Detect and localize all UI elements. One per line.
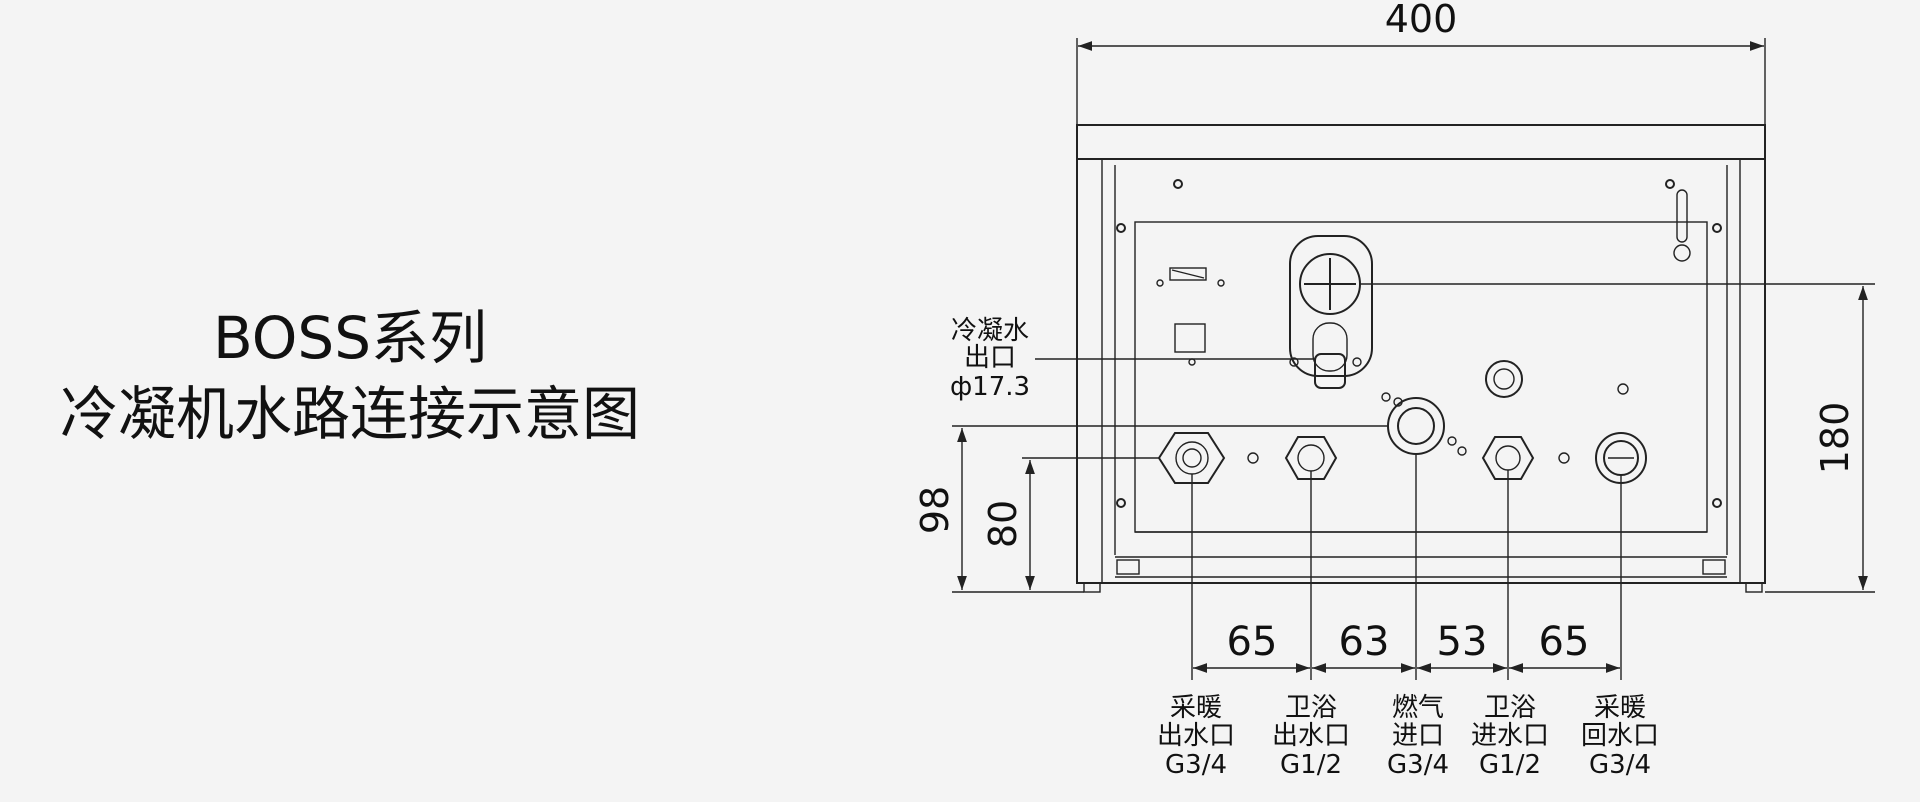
condensate-label-1: 冷凝水 bbox=[951, 316, 1029, 346]
dim-spacing-2: 63 bbox=[1339, 619, 1390, 665]
dim-80-label: 80 bbox=[981, 500, 1025, 548]
port-label-line: G3/4 bbox=[1165, 750, 1227, 780]
boiler-outline bbox=[1076, 124, 1766, 593]
port-labels: 采暖 出水口 G3/4 卫浴 出水口 G1/2 燃气 进口 G3/4 卫浴 进水… bbox=[1157, 693, 1659, 780]
dim-height-label: 180 bbox=[1813, 402, 1857, 475]
dim-98: 98 bbox=[913, 425, 1388, 593]
port-label-line: 卫浴 bbox=[1484, 693, 1536, 723]
dim-spacing: 65 63 53 65 bbox=[1193, 619, 1620, 673]
port-label-line: 卫浴 bbox=[1285, 693, 1337, 723]
port-label-heating-out: 采暖 出水口 G3/4 bbox=[1157, 693, 1235, 780]
dim-spacing-3: 53 bbox=[1437, 619, 1488, 665]
port-label-line: 采暖 bbox=[1170, 693, 1222, 723]
port-label-line: G3/4 bbox=[1589, 750, 1651, 780]
dim-98-label: 98 bbox=[913, 486, 957, 534]
port-label-line: 回水口 bbox=[1581, 721, 1659, 751]
port-label-line: 燃气 bbox=[1392, 693, 1444, 723]
port-extension-lines bbox=[1191, 454, 1622, 680]
port-label-line: 采暖 bbox=[1594, 693, 1646, 723]
port-label-line: 出水口 bbox=[1157, 721, 1235, 751]
port-label-line: 进水口 bbox=[1471, 721, 1549, 751]
dim-width-label: 400 bbox=[1385, 0, 1458, 41]
dim-height: 180 bbox=[1360, 283, 1875, 593]
port-label-gas-in: 燃气 进口 G3/4 bbox=[1387, 693, 1449, 780]
condensate-callout: 冷凝水 出口 ф17.3 bbox=[950, 316, 1315, 402]
dim-80: 80 bbox=[981, 457, 1159, 590]
title-series: BOSS系列 bbox=[212, 304, 488, 372]
dim-spacing-1: 65 bbox=[1227, 619, 1278, 665]
port-label-line: 进口 bbox=[1392, 721, 1444, 751]
dim-spacing-4: 65 bbox=[1539, 619, 1590, 665]
port-label-line: 出水口 bbox=[1272, 721, 1350, 751]
port-gas-in bbox=[1387, 397, 1445, 455]
port-label-heating-return: 采暖 回水口 G3/4 bbox=[1581, 693, 1659, 780]
port-label-line: G3/4 bbox=[1387, 750, 1449, 780]
dim-width: 400 bbox=[1076, 0, 1766, 125]
condensate-label-2: 出口 bbox=[964, 343, 1016, 373]
port-label-line: G1/2 bbox=[1280, 750, 1342, 780]
title-block: BOSS系列 冷凝机水路连接示意图 bbox=[20, 300, 680, 452]
title-diagram: 冷凝机水路连接示意图 bbox=[59, 380, 640, 448]
condensate-label-3: ф17.3 bbox=[950, 372, 1030, 402]
port-label-bath-in: 卫浴 进水口 G1/2 bbox=[1471, 693, 1549, 780]
port-label-bath-out: 卫浴 出水口 G1/2 bbox=[1272, 693, 1350, 780]
port-label-line: G1/2 bbox=[1479, 750, 1541, 780]
